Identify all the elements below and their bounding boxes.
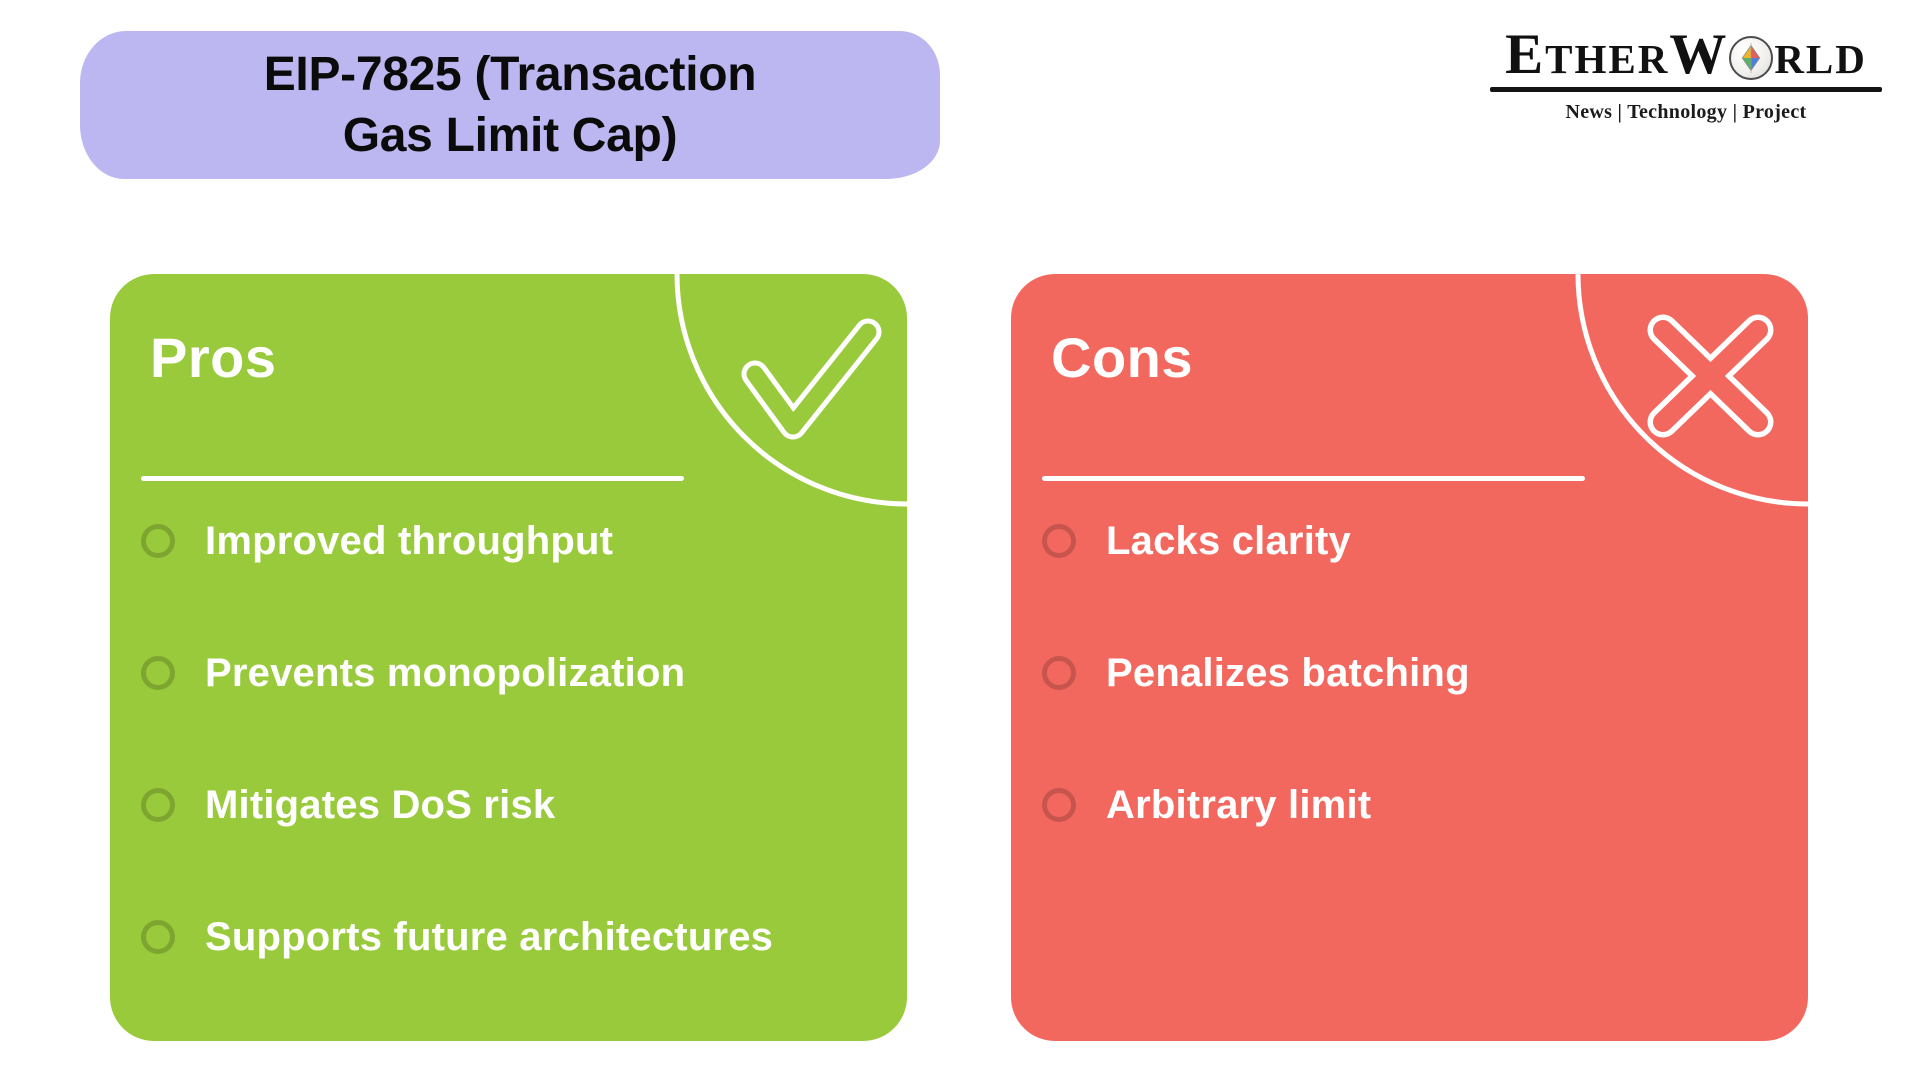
title-banner: EIP-7825 (Transaction Gas Limit Cap) — [80, 31, 940, 179]
logo-underline — [1490, 87, 1882, 92]
page-title-line2: Gas Limit Cap) — [342, 109, 678, 162]
cons-list-item: Penalizes batching — [1042, 649, 1768, 697]
cons-list-item: Arbitrary limit — [1042, 781, 1768, 829]
bullet-circle-icon — [1042, 524, 1076, 558]
logo-letters-rld: RLD — [1774, 36, 1867, 82]
bullet-circle-icon — [141, 788, 175, 822]
pros-card-content: Pros Improved throughput Prevents monopo… — [110, 274, 907, 961]
cons-card: Cons Lacks clarity Penalizes batching — [1011, 274, 1808, 1041]
logo-letters-ther: THER — [1545, 36, 1670, 82]
pros-list-item: Prevents monopolization — [141, 649, 867, 697]
cons-item-label: Lacks clarity — [1106, 518, 1351, 563]
logo-letter-w: W — [1669, 23, 1729, 86]
cons-card-content: Cons Lacks clarity Penalizes batching — [1011, 274, 1808, 829]
pros-list-item: Supports future architectures — [141, 913, 867, 961]
pros-item-label: Supports future architectures — [205, 914, 774, 959]
logo-wordmark: E THER W RLD — [1490, 26, 1882, 83]
cons-item-label: Penalizes batching — [1106, 650, 1470, 695]
ethereum-diamond-icon — [1742, 42, 1761, 73]
bullet-circle-icon — [141, 524, 175, 558]
bullet-circle-icon — [141, 920, 175, 954]
pros-card: Pros Improved throughput Prevents monopo… — [110, 274, 907, 1041]
pros-item-label: Improved throughput — [205, 518, 614, 563]
cons-item-label: Arbitrary limit — [1106, 782, 1372, 827]
pros-item-label: Mitigates DoS risk — [205, 782, 556, 827]
bullet-circle-icon — [1042, 788, 1076, 822]
etherworld-logo: E THER W RLD News | Technology | Project — [1490, 26, 1882, 124]
pros-list: Improved throughput Prevents monopolizat… — [141, 517, 867, 961]
pros-item-label: Prevents monopolization — [205, 650, 686, 695]
cons-list: Lacks clarity Penalizes batching Arbitra… — [1042, 517, 1768, 829]
bullet-circle-icon — [1042, 656, 1076, 690]
pros-list-item: Mitigates DoS risk — [141, 781, 867, 829]
pros-list-item: Improved throughput — [141, 517, 867, 565]
bullet-circle-icon — [141, 656, 175, 690]
logo-letter-e: E — [1505, 23, 1546, 86]
logo-tagline: News | Technology | Project — [1565, 101, 1807, 123]
globe-icon — [1729, 35, 1774, 80]
cons-list-item: Lacks clarity — [1042, 517, 1768, 565]
pros-divider — [141, 476, 684, 481]
cons-divider — [1042, 476, 1585, 481]
page-title-line1: EIP-7825 (Transaction — [263, 48, 757, 101]
cons-heading: Cons — [1051, 326, 1193, 389]
pros-heading: Pros — [150, 326, 277, 389]
